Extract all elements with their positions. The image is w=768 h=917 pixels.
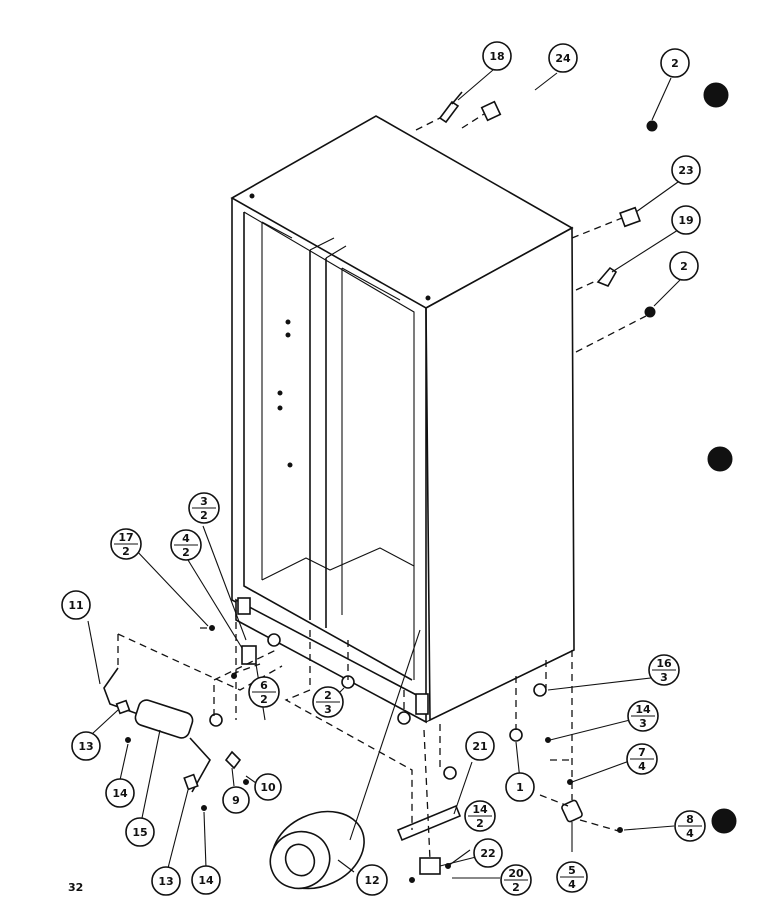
callout-12: 12 [356, 864, 388, 896]
registration-dot-1 [703, 82, 729, 108]
callout-13-left: 13 [71, 731, 101, 761]
svg-text:3: 3 [660, 671, 668, 684]
loose-parts [103, 91, 658, 890]
svg-text:2: 2 [182, 546, 190, 559]
callout-5-over-4: 54 [556, 861, 588, 893]
leader-lines [87, 69, 681, 879]
part-15-tube-assembly [103, 667, 211, 793]
page-number: 32 [68, 881, 84, 894]
svg-text:2: 2 [200, 509, 208, 522]
svg-text:8: 8 [686, 813, 694, 826]
svg-text:3: 3 [200, 495, 208, 508]
svg-text:3: 3 [324, 703, 332, 716]
assembly-lines [117, 113, 647, 861]
fraction-callouts: 32 42 172 62 23 163 143 74 84 142 202 54 [110, 492, 706, 896]
callout-10: 10 [254, 773, 282, 801]
callout-19: 19 [671, 205, 701, 235]
callout-13-right: 13 [151, 866, 181, 896]
svg-text:5: 5 [568, 864, 576, 877]
callout-2-top: 2 [660, 48, 690, 78]
callout-17-over-2: 172 [110, 528, 142, 560]
svg-text:7: 7 [638, 746, 646, 759]
callout-24: 24 [548, 43, 578, 73]
registration-dot-2 [707, 446, 733, 472]
callout-7-over-4: 74 [626, 743, 658, 775]
callout-20-over-2: 202 [500, 864, 532, 896]
callout-14-over-3: 143 [627, 700, 659, 732]
svg-text:2: 2 [122, 545, 130, 558]
callout-3-over-2: 32 [188, 492, 220, 524]
cabinet [230, 115, 575, 724]
callout-6-over-2: 62 [248, 676, 280, 708]
callout-2-bottom: 2 [669, 251, 699, 281]
callout-15: 15 [125, 817, 155, 847]
svg-text:14: 14 [635, 703, 651, 716]
svg-text:1: 1 [516, 781, 524, 794]
svg-text:4: 4 [182, 532, 190, 545]
part-18-screw [438, 91, 463, 124]
callout-2-over-3: 23 [312, 686, 344, 718]
callout-9: 9 [222, 786, 250, 814]
svg-text:3: 3 [639, 717, 647, 730]
svg-text:15: 15 [132, 826, 147, 839]
callout-18: 18 [482, 41, 512, 71]
svg-text:14: 14 [198, 874, 214, 887]
svg-text:11: 11 [68, 599, 83, 612]
svg-text:23: 23 [678, 164, 693, 177]
svg-text:4: 4 [686, 827, 694, 840]
callout-16-over-3: 163 [648, 654, 680, 686]
svg-text:18: 18 [489, 50, 504, 63]
callout-14-right: 14 [191, 865, 221, 895]
svg-text:2: 2 [476, 817, 484, 830]
callout-23: 23 [671, 155, 701, 185]
svg-text:2: 2 [260, 693, 268, 706]
svg-text:12: 12 [364, 874, 379, 887]
svg-text:19: 19 [678, 214, 693, 227]
svg-text:13: 13 [78, 740, 93, 753]
svg-text:2: 2 [671, 57, 679, 70]
svg-text:16: 16 [656, 657, 672, 670]
callout-22: 22 [473, 838, 503, 868]
svg-text:6: 6 [260, 679, 268, 692]
callout-1: 1 [505, 772, 535, 802]
svg-text:20: 20 [508, 867, 524, 880]
callout-8-over-4: 84 [674, 810, 706, 842]
svg-text:13: 13 [158, 875, 173, 888]
svg-text:9: 9 [232, 794, 240, 807]
callout-11: 11 [61, 590, 91, 620]
registration-dot-3 [711, 808, 737, 834]
svg-text:4: 4 [568, 878, 576, 891]
svg-text:21: 21 [472, 740, 487, 753]
svg-text:24: 24 [555, 52, 571, 65]
svg-text:14: 14 [112, 787, 128, 800]
svg-text:2: 2 [680, 260, 688, 273]
svg-text:22: 22 [480, 847, 495, 860]
svg-text:4: 4 [638, 760, 646, 773]
callout-14-left: 14 [105, 778, 135, 808]
svg-text:17: 17 [118, 531, 133, 544]
callout-4-over-2: 42 [170, 529, 202, 561]
svg-text:14: 14 [472, 803, 488, 816]
svg-text:2: 2 [512, 881, 520, 894]
part-12-coil [269, 810, 365, 890]
callout-bubbles: 18 24 2 23 19 2 11 13 14 15 13 14 9 10 1… [61, 41, 701, 896]
callout-21: 21 [465, 731, 495, 761]
svg-text:10: 10 [260, 781, 276, 794]
svg-text:2: 2 [324, 689, 332, 702]
callout-14-over-2: 142 [464, 800, 496, 832]
